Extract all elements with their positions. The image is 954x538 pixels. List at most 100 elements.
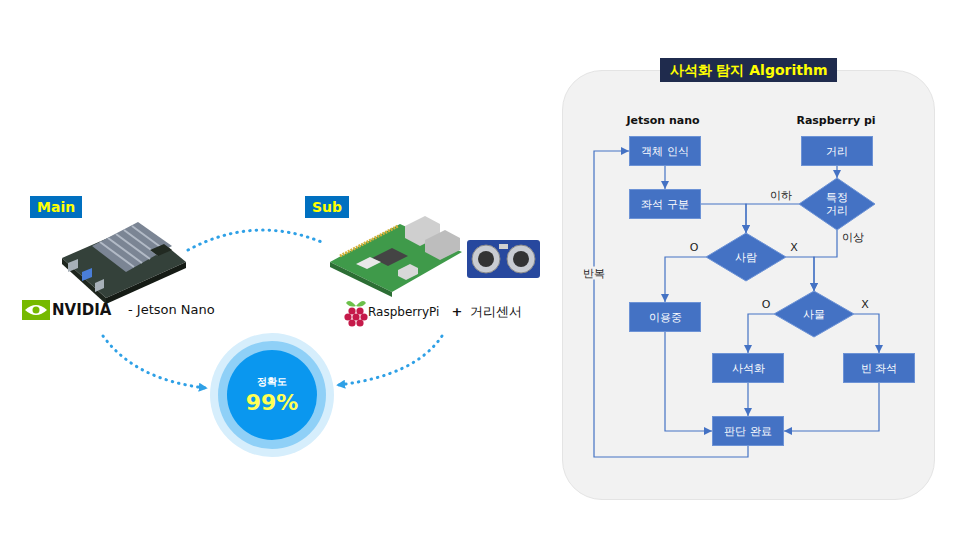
node-text: 사석화: [732, 362, 765, 375]
node-text: 빈 좌석: [861, 362, 898, 375]
flow-arrow: [701, 204, 746, 233]
diamond-shape: [774, 291, 854, 337]
label-text: Jetson nano: [626, 113, 699, 129]
title-tag: Main: [30, 196, 82, 218]
node-text: Main: [37, 199, 75, 215]
nvidia-logo: [22, 300, 50, 320]
process-box: 좌석 구분: [629, 189, 701, 219]
decision-diamond: 사물: [774, 291, 854, 337]
title-tag: Sub: [305, 196, 349, 218]
edge-label: 이상: [840, 231, 866, 244]
jetson-nano-board-part: [68, 259, 78, 272]
flow-arrow: [746, 204, 799, 233]
node-text: 판단 완료: [724, 425, 772, 438]
node-text: 정확도: [257, 375, 287, 388]
nvidia-logo-part: [33, 307, 40, 314]
label-text: Raspberry pi: [796, 113, 875, 129]
edge-label: O: [760, 298, 773, 311]
ultrasonic-sensor-part: [478, 251, 494, 267]
node-text: 사물: [803, 308, 825, 321]
flow-arrow: [784, 383, 879, 431]
process-box: 빈 좌석: [843, 353, 915, 383]
dotted-link-part: [338, 336, 442, 385]
node-text: 좌석 구분: [641, 198, 689, 211]
edge-label: O: [688, 241, 701, 254]
process-box: 판단 완료: [712, 416, 784, 446]
flow-arrow: [748, 314, 774, 353]
label-text: +: [452, 304, 463, 320]
flow-arrow: [814, 230, 837, 291]
label-text: RaspberryPi: [368, 304, 439, 320]
node-text: 99%: [246, 390, 299, 416]
jetson-nano-board-part: [62, 258, 106, 304]
raspberry-pi-board-part: [356, 257, 381, 269]
flow-arrow: [836, 166, 837, 178]
nvidia-logo-part: [22, 300, 50, 320]
jetson-nano-board-part: [106, 262, 186, 304]
jetson-nano-board-part: [95, 279, 104, 292]
edge-label: 이하: [768, 189, 794, 202]
process-box: 사석화: [712, 353, 784, 383]
raspberry-logo-part: [344, 313, 351, 320]
raspberry-logo-part: [346, 301, 366, 306]
circle-ring: [227, 350, 317, 440]
raspberry-logo-part: [348, 319, 355, 326]
flow-arrow: [665, 257, 706, 302]
decision-diamond: 사람: [706, 233, 786, 281]
raspberry-pi-board-part: [330, 262, 392, 297]
node-text: 객체 인식: [641, 145, 689, 158]
ultrasonic-sensor-part: [472, 245, 500, 273]
process-box: 이용중: [629, 302, 701, 332]
edge-label: 반복: [581, 267, 607, 280]
node-text: 특정 거리: [820, 191, 854, 217]
ultrasonic-sensor-part: [513, 251, 529, 267]
node-text: 거리: [826, 145, 848, 158]
flow-arrow: [854, 314, 879, 353]
raspberry-pi-board-part: [330, 224, 462, 292]
ultrasonic-sensor: [467, 240, 540, 278]
flow-arrow: [594, 151, 748, 457]
jetson-nano-board-part: [150, 244, 172, 256]
raspberry-logo-part: [352, 313, 359, 320]
ultrasonic-sensor-part: [467, 240, 540, 278]
raspberry-pi-board: [330, 216, 462, 297]
jetson-nano-board-part: [92, 222, 172, 272]
label-text: 거리센서: [470, 304, 522, 320]
raspberry-pi-board-part: [425, 230, 460, 260]
process-box: 객체 인식: [629, 136, 701, 166]
node-text: Sub: [312, 199, 342, 215]
edge-label: X: [788, 241, 800, 254]
nvidia-logo-part: [25, 305, 47, 315]
dotted-link-part: [188, 230, 324, 250]
raspberry-logo-part: [360, 313, 367, 320]
raspberry-logo-part: [348, 307, 355, 314]
jetson-nano-board-part: [82, 268, 92, 281]
flow-arrow: [747, 383, 748, 416]
node-text: 사람: [735, 251, 757, 264]
panel-title: 사석화 탐지 Algorithm: [660, 58, 838, 82]
ultrasonic-sensor-part: [499, 244, 508, 249]
process-box: 거리: [801, 136, 873, 166]
raspberry-pi-board-part: [398, 264, 418, 280]
diamond-shape: [706, 233, 786, 281]
jetson-nano-board-part: [100, 226, 166, 267]
algorithm-panel: 사석화 탐지 Algorithm객체 인식좌석 구분거리특정 거리사람이용중사물…: [562, 70, 935, 500]
flow-arrow: [664, 166, 665, 189]
accuracy-circle: 정확도 99%: [210, 333, 334, 457]
node-text: 이용중: [649, 311, 682, 324]
diamond-shape: [799, 178, 875, 230]
flow-arrow: [786, 257, 814, 291]
ultrasonic-sensor-part: [507, 245, 535, 273]
decision-diamond: 특정 거리: [799, 178, 875, 230]
label-text: NVIDIA: [52, 302, 111, 318]
raspberry-logo-part: [356, 319, 363, 326]
raspberry-logo: [344, 301, 367, 327]
jetson-nano-board: [62, 222, 186, 304]
edge-label: X: [859, 298, 871, 311]
flow-arrow: [665, 332, 712, 431]
circle-ring: [218, 341, 326, 449]
raspberry-logo-part: [356, 307, 363, 314]
label-text: - Jetson Nano: [128, 302, 215, 318]
dotted-link-part: [103, 336, 206, 388]
circle-ring: [210, 333, 334, 457]
